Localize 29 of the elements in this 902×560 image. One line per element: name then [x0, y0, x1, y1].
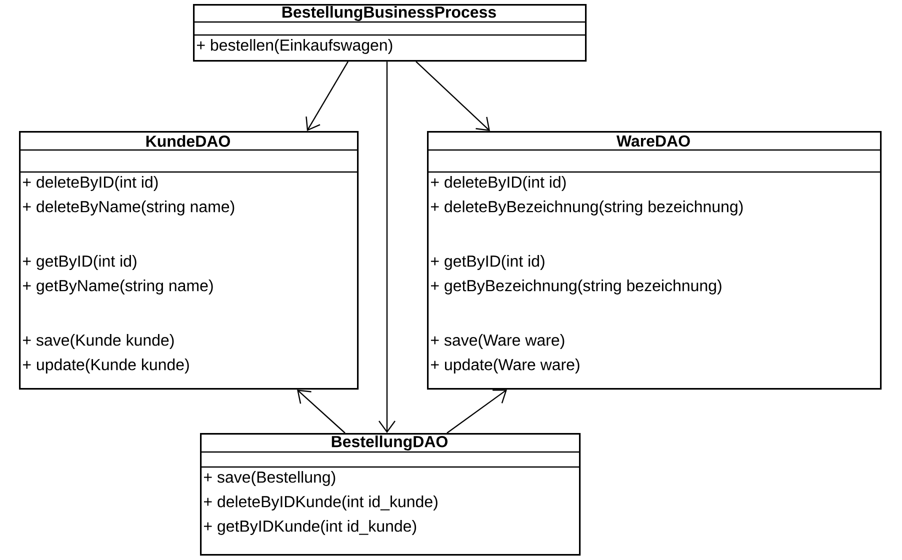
arrow: [306, 61, 349, 131]
method-text: + deleteByBezeichnung(string bezeichnung): [431, 200, 743, 216]
class-box: [19, 131, 359, 390]
method-text: + deleteByIDKunde(int id_kunde): [204, 496, 438, 510]
class-name: KundeDAO: [146, 135, 230, 147]
arrow: [416, 61, 490, 131]
method-text: + getByBezeichnung(string bezeichnung): [431, 280, 722, 294]
class-box: [200, 433, 581, 556]
method-text: + update(Kunde kunde): [22, 358, 189, 374]
method-text: + bestellen(Einkaufswagen): [197, 39, 392, 54]
method-text: + save(Bestellung): [204, 471, 336, 486]
arrow: [378, 62, 396, 433]
method-text: + deleteByID(int id): [431, 176, 566, 191]
method-text: + getByIDKunde(int id_kunde): [204, 520, 416, 535]
class-name: BestellungDAO: [332, 436, 448, 450]
class-name: WareDAO: [616, 135, 690, 147]
class-name: BestellungBusinessProcess: [282, 6, 496, 21]
class-box: [427, 131, 882, 390]
method-text: + save(Ware ware): [431, 334, 564, 349]
method-text: + update(Ware ware): [431, 358, 580, 374]
arrow: [297, 390, 346, 434]
class-box: [193, 4, 587, 62]
method-text: + getByID(int id): [431, 255, 544, 270]
arrow: [446, 390, 507, 434]
method-text: + getByName(string name): [22, 280, 213, 294]
method-text: + getByID(int id): [22, 255, 136, 270]
method-text: + deleteByName(string name): [22, 200, 234, 216]
method-text: + deleteByID(int id): [22, 176, 158, 191]
method-text: + save(Kunde kunde): [22, 334, 174, 349]
